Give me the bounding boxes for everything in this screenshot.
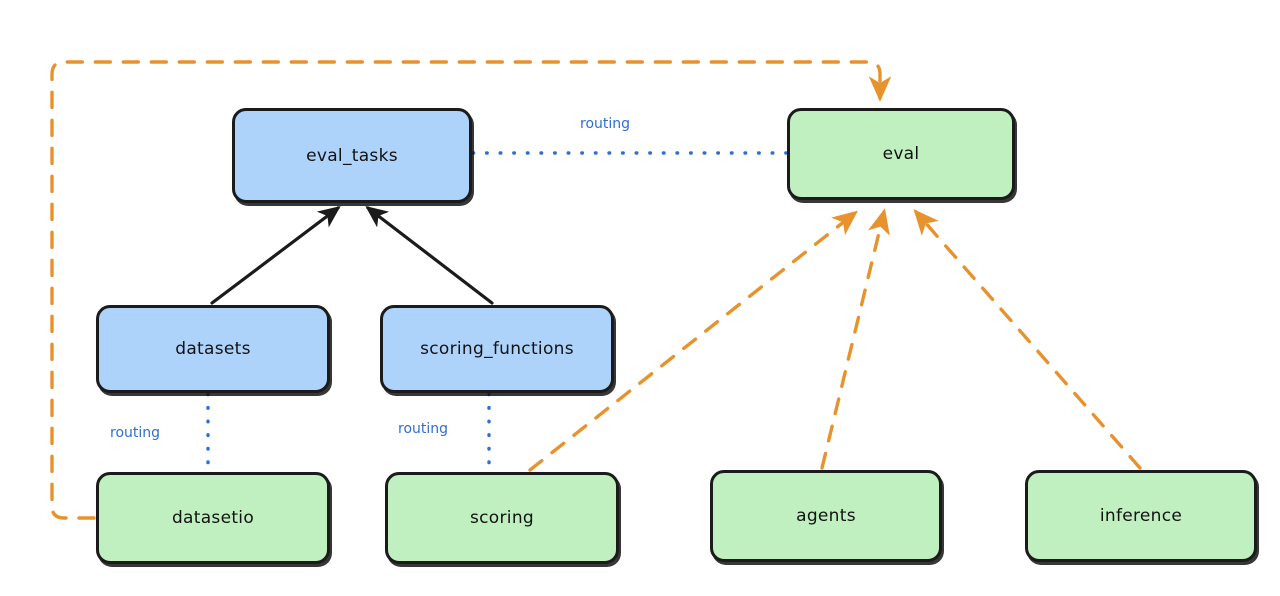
node-inference[interactable]: inference: [1025, 470, 1257, 562]
node-label-datasets: datasets: [175, 339, 251, 359]
edge-datasets-to-eval-tasks: [210, 205, 341, 305]
node-label-eval_tasks: eval_tasks: [306, 145, 398, 166]
node-scoring[interactable]: scoring: [385, 472, 619, 564]
edge-label-routing-eval_tasks-eval: routing: [580, 116, 631, 132]
node-label-eval: eval: [882, 144, 920, 164]
node-label-inference: inference: [1099, 506, 1183, 526]
edge-scoring-functions-to-eval-tasks: [365, 205, 494, 305]
node-datasetio[interactable]: datasetio: [96, 472, 330, 564]
edge-label-routing-scoring_functions-scoring: routing: [398, 421, 449, 437]
node-label-datasetio: datasetio: [171, 508, 255, 528]
node-agents[interactable]: agents: [710, 470, 942, 562]
edge-inference-to-eval-dependency: [913, 209, 1142, 470]
node-scoring_functions[interactable]: scoring_functions: [380, 305, 614, 393]
node-label-scoring: scoring: [470, 508, 534, 528]
edge-label-routing-datasets-datasetio: routing: [110, 425, 161, 441]
node-eval_tasks[interactable]: eval_tasks: [232, 108, 472, 203]
node-label-agents: agents: [796, 506, 856, 526]
node-datasets[interactable]: datasets: [96, 305, 330, 393]
node-eval[interactable]: eval: [787, 108, 1015, 200]
edge-agents-to-eval-dependency: [820, 208, 890, 470]
node-label-scoring_functions: scoring_functions: [420, 339, 574, 359]
